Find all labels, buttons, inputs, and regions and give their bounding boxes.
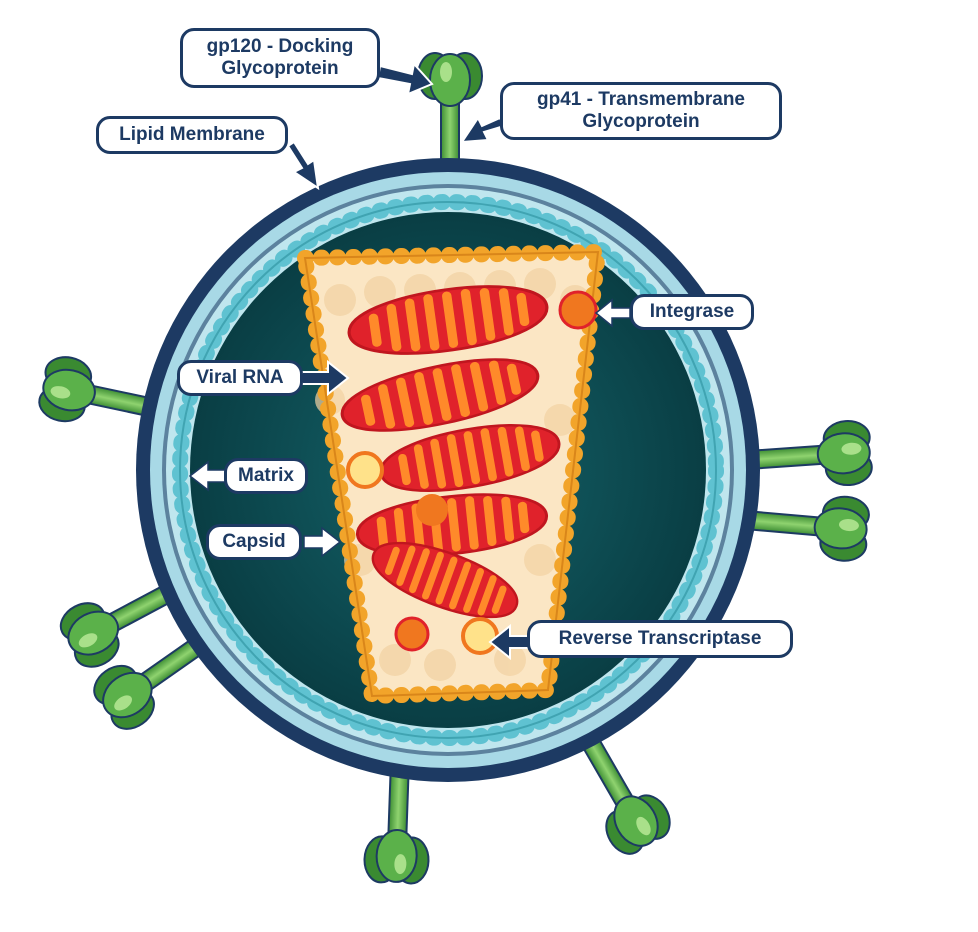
label-gp120: gp120 - Docking Glycoprotein (180, 28, 380, 88)
label-reverse-transcriptase: Reverse Transcriptase (527, 620, 793, 658)
label-gp120-line2: Glycoprotein (221, 58, 339, 79)
pointer-arrows-white (188, 298, 631, 558)
label-matrix: Matrix (224, 458, 308, 494)
label-gp41-line2: Glycoprotein (582, 111, 700, 132)
label-gp120-line1: gp120 - Docking (206, 36, 354, 57)
label-gp41: gp41 - Transmembrane Glycoprotein (500, 82, 782, 140)
label-integrase: Integrase (630, 294, 754, 330)
label-gp41-line1: gp41 - Transmembrane (536, 89, 746, 110)
pointer-arrows (286, 61, 533, 661)
label-viral-rna: Viral RNA (177, 360, 303, 396)
label-lipid-membrane: Lipid Membrane (96, 116, 288, 154)
label-capsid: Capsid (206, 524, 302, 560)
enzymes (346, 290, 598, 655)
integrase-enzyme (558, 290, 598, 330)
reverse-transcriptase-enzyme (461, 617, 499, 655)
